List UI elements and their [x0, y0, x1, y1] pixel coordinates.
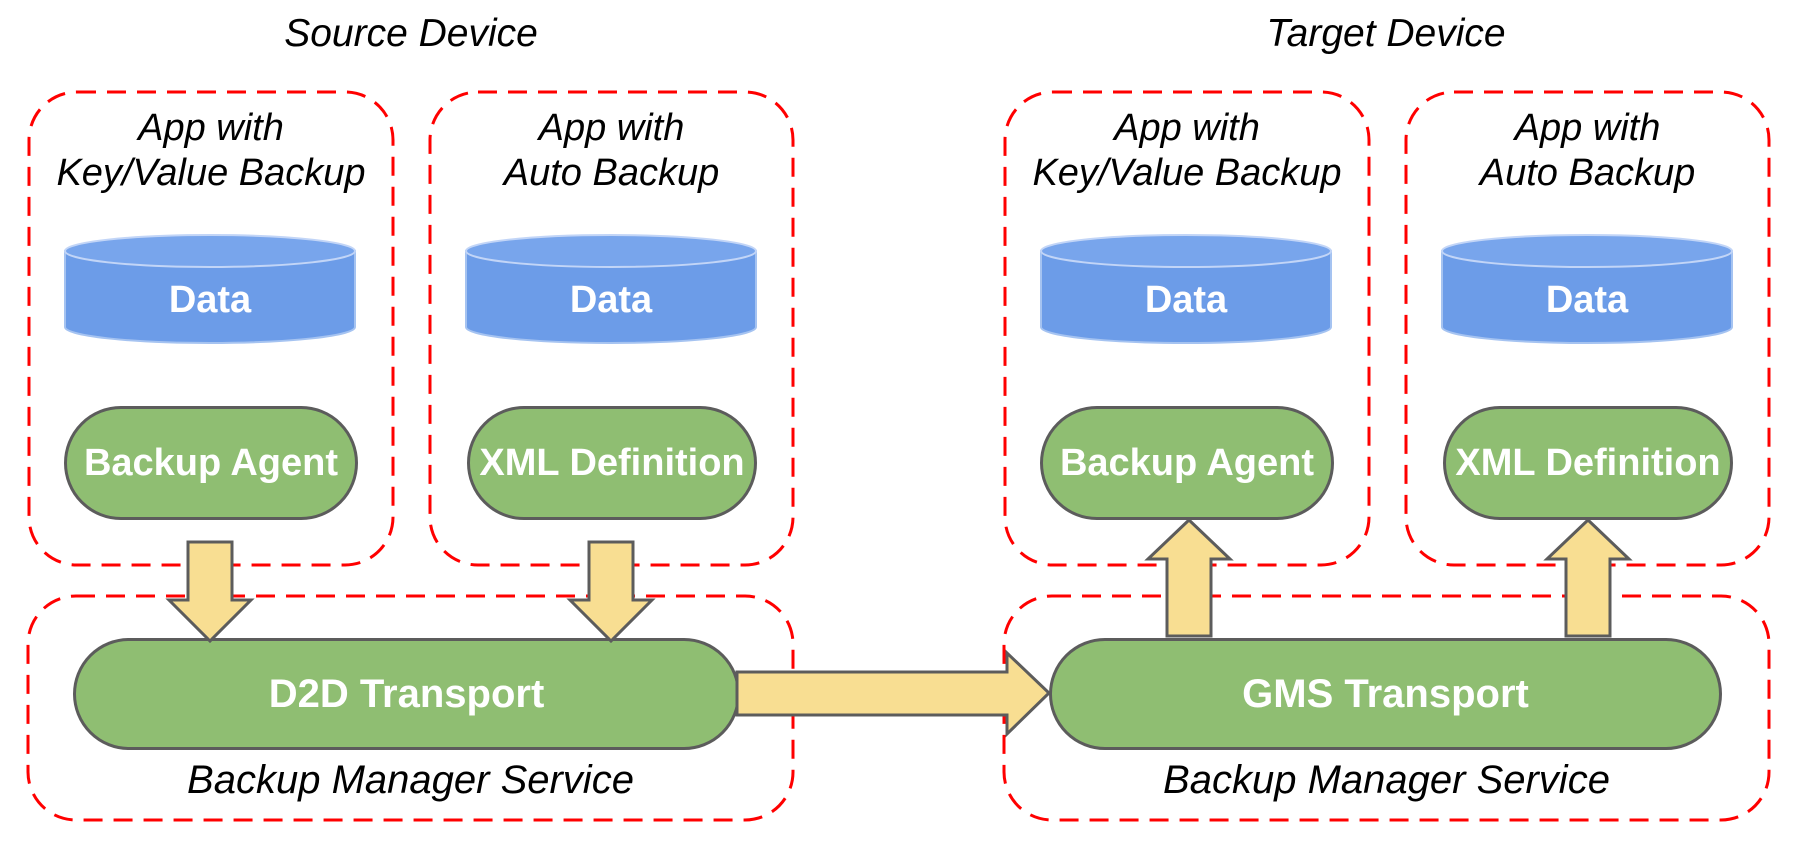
- source-keyvalue-app-label: App with Key/Value Backup: [29, 106, 393, 196]
- target-device-title: Target Device: [1266, 12, 1506, 55]
- gms-transport-pill: GMS Transport: [1049, 638, 1722, 750]
- flow-down-arrow-icon: [566, 540, 656, 644]
- target-auto-app-label: App with Auto Backup: [1406, 106, 1769, 196]
- app-label-line1: App with: [1114, 107, 1260, 149]
- flow-right-arrow-icon: [735, 649, 1052, 738]
- data-label: Data: [569, 279, 653, 321]
- app-label-line2: Key/Value Backup: [1032, 152, 1342, 194]
- target-backup-agent-pill: Backup Agent: [1040, 406, 1334, 520]
- source-backup-manager-service-label: Backup Manager Service: [187, 758, 634, 802]
- flow-up-arrow-icon: [1543, 517, 1633, 638]
- source-device-title: Source Device: [284, 12, 538, 55]
- source-keyvalue-data-cylinder: Data: [63, 233, 357, 345]
- app-label-line2: Auto Backup: [503, 152, 720, 194]
- target-keyvalue-app-label: App with Key/Value Backup: [1005, 106, 1369, 196]
- target-keyvalue-data-cylinder: Data: [1039, 233, 1333, 345]
- target-xml-definition-pill: XML Definition: [1443, 406, 1733, 520]
- target-auto-data-cylinder: Data: [1440, 233, 1734, 345]
- app-label-line2: Key/Value Backup: [56, 152, 366, 194]
- target-backup-manager-service-label: Backup Manager Service: [1163, 758, 1610, 802]
- flow-up-arrow-icon: [1144, 517, 1234, 638]
- d2d-transport-pill: D2D Transport: [73, 638, 740, 750]
- flow-down-arrow-icon: [165, 540, 255, 644]
- source-backup-agent-pill: Backup Agent: [64, 406, 358, 520]
- source-auto-data-cylinder: Data: [464, 233, 758, 345]
- app-label-line1: App with: [538, 107, 685, 149]
- app-label-line1: App with: [1514, 107, 1661, 149]
- source-xml-definition-pill: XML Definition: [467, 406, 757, 520]
- data-label: Data: [1545, 279, 1629, 321]
- data-label: Data: [1144, 279, 1228, 321]
- app-label-line2: Auto Backup: [1479, 152, 1696, 194]
- data-label: Data: [168, 279, 252, 321]
- source-auto-app-label: App with Auto Backup: [430, 106, 793, 196]
- app-label-line1: App with: [138, 107, 284, 149]
